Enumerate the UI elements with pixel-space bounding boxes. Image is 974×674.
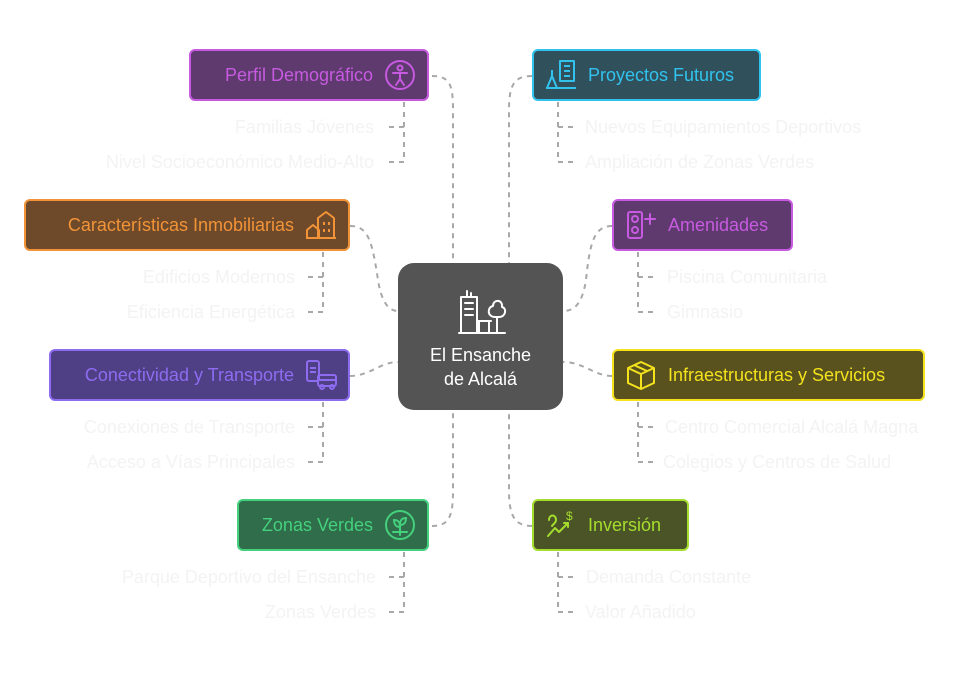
leaf-nivel-socioeconomico: Nivel Socioeconómico Medio-Alto bbox=[105, 152, 374, 172]
node-caracteristicas-inmobiliarias[interactable]: Características Inmobiliarias bbox=[24, 199, 350, 251]
leaf-nuevos-equipamientos: Nuevos Equipamientos Deportivos bbox=[585, 117, 862, 137]
leaf-gimnasio: Gimnasio bbox=[667, 302, 744, 322]
leaf-valor-anadido: Valor Añadido bbox=[585, 602, 696, 622]
node-label: Inversión bbox=[588, 514, 662, 535]
central-topic[interactable]: El Ensanche de Alcalá bbox=[398, 263, 563, 410]
node-zonas-verdes[interactable]: Zonas Verdes bbox=[237, 499, 429, 551]
construction-icon bbox=[544, 58, 578, 92]
node-label: Amenidades bbox=[668, 214, 769, 235]
node-label: Características Inmobiliarias bbox=[67, 214, 294, 235]
gym-plus-icon bbox=[624, 208, 658, 242]
node-conectividad-transporte[interactable]: Conectividad y Transporte bbox=[49, 349, 350, 401]
buildings-park-icon bbox=[457, 289, 506, 334]
leaf-edificios-modernos: Edificios Modernos bbox=[142, 267, 295, 287]
leaf-demanda-constante: Demanda Constante bbox=[586, 567, 752, 587]
person-icon bbox=[383, 58, 417, 92]
box-icon bbox=[624, 358, 658, 392]
transport-icon bbox=[304, 358, 338, 392]
leaf-colegios-centros-salud: Colegios y Centros de Salud bbox=[663, 452, 892, 472]
node-perfil-demografico[interactable]: Perfil Demográfico bbox=[189, 49, 429, 101]
growth-money-icon: $ bbox=[544, 508, 578, 542]
leaf-eficiencia-energetica: Eficiencia Energética bbox=[126, 302, 295, 322]
leaf-conexiones-transporte: Conexiones de Transporte bbox=[83, 417, 295, 437]
node-infraestructuras-servicios[interactable]: Infraestructuras y Servicios bbox=[612, 349, 925, 401]
houses-icon bbox=[304, 208, 338, 242]
svg-text:$: $ bbox=[566, 509, 573, 523]
plant-icon bbox=[383, 508, 417, 542]
leaf-ampliacion-zonas-verdes: Ampliación de Zonas Verdes bbox=[585, 152, 815, 172]
leaf-zonas-verdes: Zonas Verdes bbox=[264, 602, 376, 622]
node-label: Zonas Verdes bbox=[261, 514, 373, 535]
leaf-parque-deportivo: Parque Deportivo del Ensanche bbox=[121, 567, 376, 587]
leaf-centro-comercial: Centro Comercial Alcalá Magna bbox=[665, 417, 919, 437]
node-proyectos-futuros[interactable]: Proyectos Futuros bbox=[532, 49, 761, 101]
node-label: Perfil Demográfico bbox=[224, 64, 373, 85]
node-amenidades[interactable]: Amenidades bbox=[612, 199, 793, 251]
central-title-line1: El Ensanche bbox=[429, 344, 532, 365]
leaf-acceso-vias: Acceso a Vías Principales bbox=[86, 452, 295, 472]
central-title-line2: de Alcalá bbox=[443, 368, 518, 389]
node-label: Conectividad y Transporte bbox=[84, 364, 294, 385]
leaf-piscina-comunitaria: Piscina Comunitaria bbox=[667, 267, 828, 287]
leaf-familias-jovenes: Familias Jóvenes bbox=[234, 117, 374, 137]
node-label: Infraestructuras y Servicios bbox=[668, 364, 886, 385]
node-inversion[interactable]: $ Inversión bbox=[532, 499, 689, 551]
node-label: Proyectos Futuros bbox=[588, 64, 735, 85]
